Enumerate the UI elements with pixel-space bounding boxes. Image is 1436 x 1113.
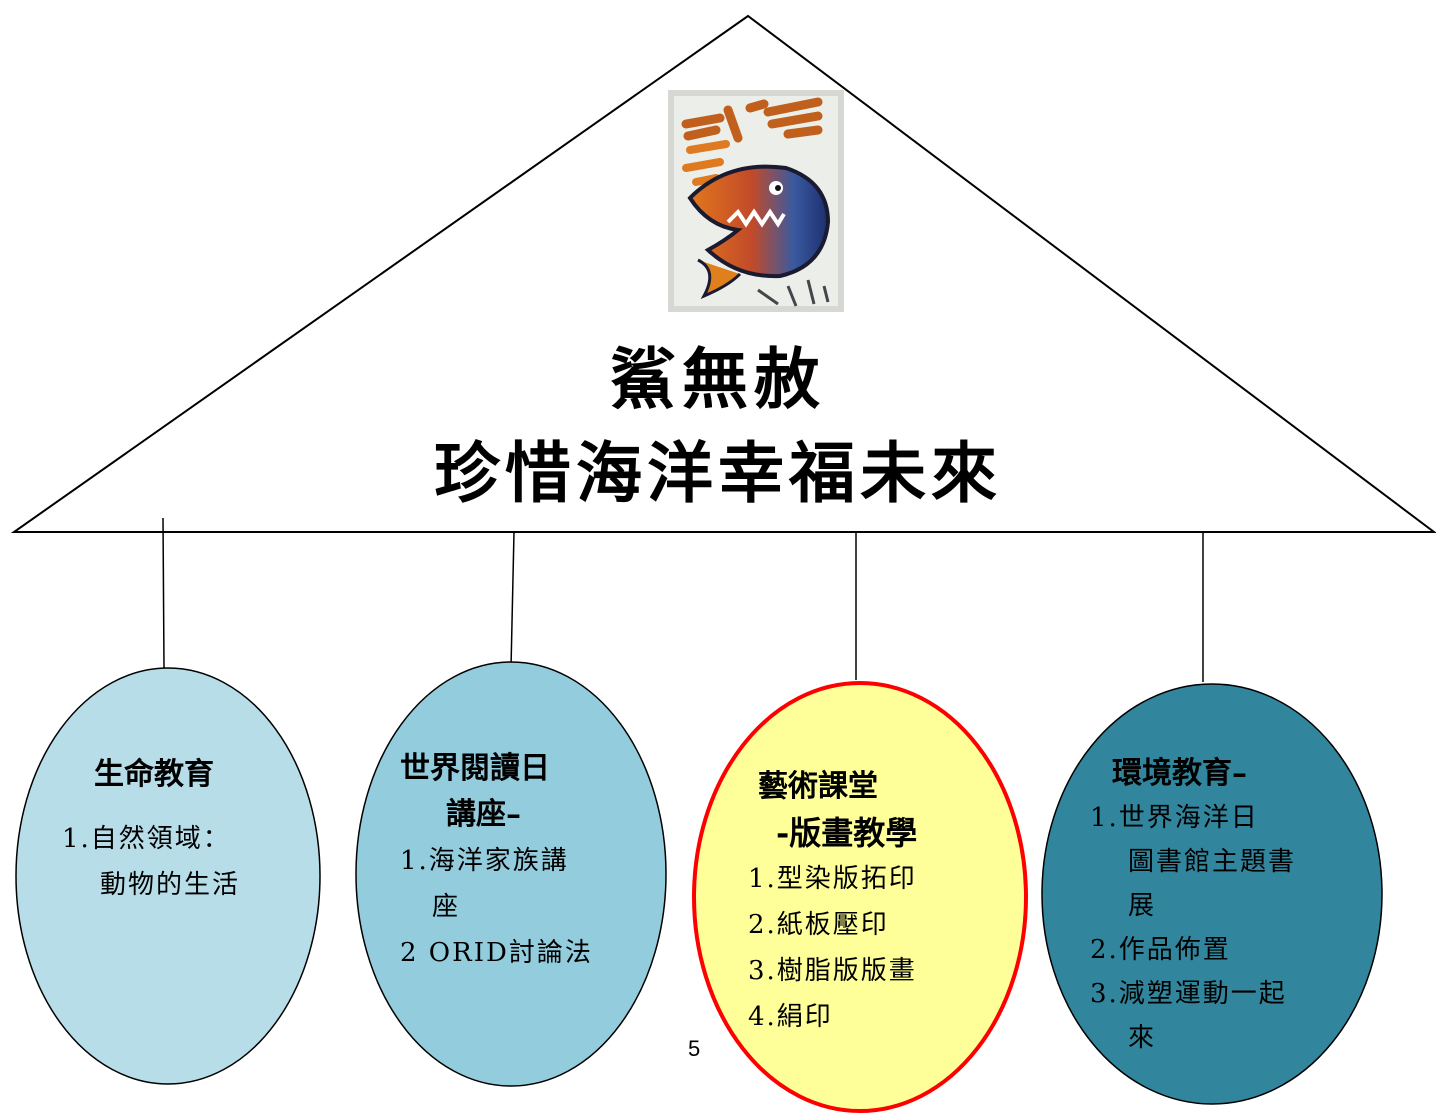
connector-2 — [510, 531, 515, 669]
branch-2-item: 座 — [432, 892, 461, 922]
branch-4-item: 來 — [1128, 1023, 1157, 1053]
branch-ellipse-1 — [15, 667, 321, 1085]
shark-print-logo — [668, 90, 844, 312]
branch-2-item: 1.海洋家族講 — [400, 846, 569, 876]
branch-3-item: 3.樹脂版版畫 — [748, 956, 917, 986]
main-title: 鯊無赦 — [610, 340, 826, 418]
branch-4-item: 展 — [1128, 891, 1157, 921]
branch-3-item: 4.絹印 — [748, 1002, 833, 1032]
branch-3: 藝術課堂 -版畫教學 1.型染版拓印 2.紙板壓印 3.樹脂版版畫 4.絹印 — [748, 764, 988, 1040]
branch-4-heading: 環境教育– — [1112, 756, 1247, 791]
branch-1: 生命教育 1.自然領域： 動物的生活 — [62, 752, 282, 908]
branch-2-heading: 世界閱讀日 — [400, 751, 550, 786]
branch-1-item: 1.自然領域： — [62, 824, 231, 854]
connector-1 — [162, 517, 165, 669]
branch-4-item: 圖書館主題書 — [1128, 847, 1297, 877]
branch-4-item: 1.世界海洋日 — [1090, 803, 1259, 833]
branch-4: 環境教育– 1.世界海洋日 圖書館主題書 展 2.作品佈置 3.減塑運動一起 來 — [1090, 752, 1350, 1060]
branch-ellipse-3 — [692, 681, 1028, 1113]
branch-3-heading: -版畫教學 — [776, 814, 918, 852]
branch-1-heading: 生命教育 — [94, 757, 214, 792]
branch-2-heading: 講座– — [446, 797, 521, 832]
branch-3-item: 2.紙板壓印 — [748, 910, 889, 940]
branch-3-heading: 藝術課堂 — [758, 769, 878, 804]
page-number: 5 — [688, 1036, 701, 1061]
branch-4-item: 2.作品佈置 — [1090, 935, 1231, 965]
branch-4-item: 3.減塑運動一起 — [1090, 979, 1287, 1009]
branch-ellipse-4 — [1041, 683, 1383, 1105]
branch-2-item: 2 ORID討論法 — [400, 938, 593, 968]
branch-ellipse-2 — [355, 661, 667, 1087]
branch-1-item: 動物的生活 — [100, 870, 241, 900]
branch-2: 世界閱讀日 講座– 1.海洋家族講 座 2 ORID討論法 — [400, 746, 640, 976]
main-subtitle: 珍惜海洋幸福未來 — [434, 434, 1002, 512]
branch-3-item: 1.型染版拓印 — [748, 864, 917, 894]
